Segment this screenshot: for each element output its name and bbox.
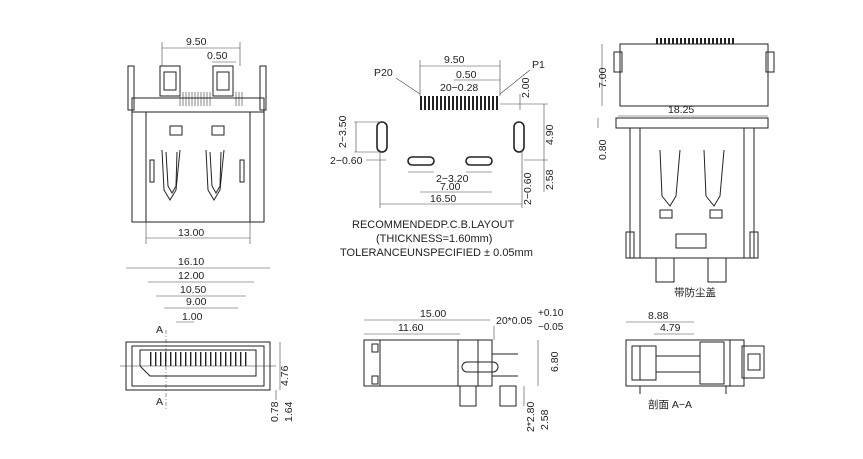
front-view: 9.50 0.50	[127, 36, 267, 244]
dim-label: 2−3.50	[337, 115, 349, 148]
layout-note-line2: (THICKNESS=1.60mm)	[376, 233, 492, 245]
dim-label: 2.58	[539, 409, 551, 430]
pin-label-p1: P1	[532, 59, 545, 71]
dim-label: 15.00	[420, 308, 446, 320]
dim-label: 4.76	[279, 365, 291, 386]
dim-label: 9.00	[186, 296, 207, 308]
dim-label: 12.00	[178, 270, 204, 282]
tolerance-base: 20*0.05	[496, 315, 532, 327]
dim-label: 11.60	[398, 322, 424, 334]
dim-label: 0.78	[269, 401, 281, 422]
layout-note-line3: TOLERANCEUNSPECIFIED ± 0.05mm	[340, 247, 533, 259]
section-a-a-view: 8.88 4.79 剖面 A−A	[625, 310, 765, 411]
dim-label: 7.00	[597, 67, 609, 88]
dim-label: 18.25	[668, 104, 694, 116]
dim-label: 2.00	[520, 77, 532, 98]
dim-label: 2−3.20	[436, 173, 469, 185]
side-view: 15.00 11.60 20*0.05 +0.10 −0.05 6.80 2*2…	[363, 308, 564, 432]
dim-label: 9.50	[186, 36, 207, 48]
pin-label-p20: P20	[374, 67, 393, 79]
rear-view: 16.10 12.00 10.50 9.00 1.00 A A 4.76	[120, 256, 295, 422]
dim-label: 1.64	[283, 401, 295, 422]
dim-label: 2.58	[544, 169, 556, 190]
dim-label: 20−0.28	[440, 82, 478, 94]
dim-label: 10.50	[180, 284, 206, 296]
layout-note-line1: RECOMMENDEDP.C.B.LAYOUT	[352, 219, 514, 231]
dim-label: 13.00	[178, 227, 204, 239]
dim-label: 4.90	[544, 124, 556, 145]
dim-label: 2−0.60	[522, 172, 534, 205]
tolerance-plus: +0.10	[538, 308, 564, 319]
pcb-layout-view: 9.50 P20 P1 0.50 20−0.28 2.00 2−3.50	[330, 54, 556, 259]
dim-label: 2*2.80	[525, 401, 537, 432]
dim-label: 16.10	[178, 256, 204, 268]
dim-label: 8.88	[648, 310, 669, 322]
dim-label: 0.50	[207, 50, 228, 62]
dim-label: 6.80	[549, 351, 561, 372]
dim-label: 1.00	[182, 311, 203, 323]
dim-label: 4.79	[660, 322, 681, 334]
top-view-with-cover: 7.00 18.25 0.80 带防尘盖	[597, 38, 775, 299]
view-caption-dust-cover: 带防尘盖	[674, 286, 716, 299]
section-marker-a-top: A	[156, 324, 163, 336]
dim-label: 2−0.60	[330, 155, 363, 167]
dim-label: 16.50	[430, 193, 456, 205]
tolerance-minus: −0.05	[538, 322, 564, 333]
section-caption: 剖面 A−A	[648, 398, 692, 411]
dim-label: 9.50	[444, 54, 465, 66]
section-marker-a-bottom: A	[156, 396, 163, 408]
dim-label: 0.80	[597, 139, 609, 160]
dim-label: 7.00	[440, 181, 461, 193]
dim-label: 0.50	[456, 69, 477, 81]
